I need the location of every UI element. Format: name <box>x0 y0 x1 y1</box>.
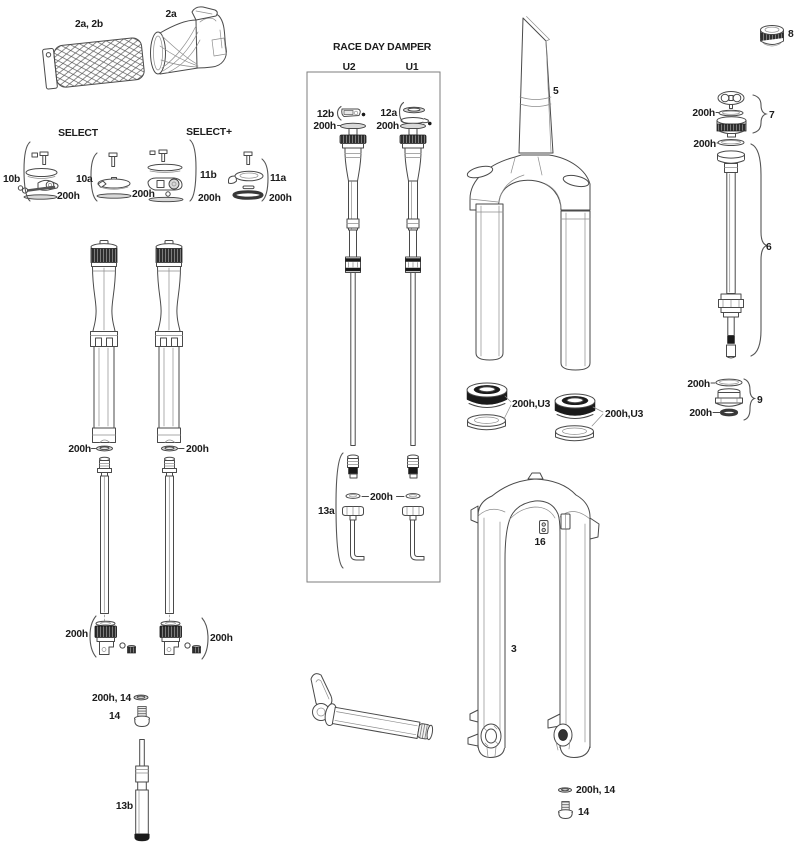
hose-guide-16-label: 16 <box>534 537 546 548</box>
column-u2-label: U2 <box>343 62 356 73</box>
seal-7-lower-label: 200h <box>693 139 716 150</box>
lowers-drawing <box>467 472 600 758</box>
dust-seal-left-drawing <box>466 382 508 431</box>
damper-assembly-u1 <box>399 122 427 446</box>
damper-assembly-u2 <box>339 122 367 446</box>
kit-11a-label: 11a <box>270 173 286 184</box>
select-title: SELECT <box>58 128 99 139</box>
seal-7-upper-label: 200h <box>692 108 715 119</box>
kit-11b-seal-label: 200h <box>198 193 221 204</box>
twist-shifter-label: 2a <box>165 9 177 20</box>
air-top-cap-7-drawing <box>716 91 747 138</box>
rebound-cartridge-13b-drawing <box>134 739 150 842</box>
bracket-13a <box>335 452 344 569</box>
race-day-damper-title: RACE DAY DAMPER <box>333 42 432 53</box>
grip-label: 2a, 2b <box>75 19 103 30</box>
bracket-12a <box>398 101 405 124</box>
race-day-damper-box <box>306 71 441 583</box>
oring-11a <box>232 190 264 200</box>
grip-drawing <box>42 37 145 90</box>
dust-seal-right-drawing <box>554 393 596 442</box>
bracket-6 <box>750 143 768 357</box>
select-plus-title: SELECT+ <box>186 127 232 138</box>
kit-13a-label: 13a <box>318 506 335 517</box>
select-kit-10b-drawing <box>17 151 59 200</box>
bracket-11a <box>261 158 269 202</box>
top-cap-8-drawing <box>760 25 784 47</box>
air-piston-9-label: 9 <box>757 395 763 406</box>
cartridge-13b-label: 13b <box>116 801 133 812</box>
leader-dust-seal-right <box>591 406 604 427</box>
kit-10b-label: 10b <box>3 174 20 185</box>
kit-11a-seal-label: 200h <box>269 193 292 204</box>
select-kit-10a-drawing <box>96 152 132 199</box>
air-spring-shaft-6-label: 6 <box>766 242 772 253</box>
kit-12a-seal-label: 200h <box>376 121 399 132</box>
top-cap-8-label: 8 <box>788 29 794 40</box>
seal-9-lower-label: 200h <box>689 408 712 419</box>
kit-12b-label: 12b <box>317 109 334 120</box>
twist-shifter-drawing <box>150 6 227 75</box>
air-shaft-left-seal-label: 200h <box>68 444 91 455</box>
air-spring-shaft-6-drawing <box>717 150 745 359</box>
csu-drawing <box>466 16 591 371</box>
kit-left-bolt-label: 14 <box>109 711 121 722</box>
kit-12b-seal-label: 200h <box>313 121 336 132</box>
select-kit-11b-drawing <box>147 149 184 203</box>
air-piston-9-drawing <box>715 378 743 417</box>
kit-10a-label: 10a <box>76 174 93 185</box>
damper-cap-kit-12b-drawing <box>341 108 366 117</box>
kit-right-oring-label: 200h, 14 <box>576 785 616 796</box>
kit-right-bolt-label: 14 <box>578 807 590 818</box>
kit-13a-seal-label: 200h <box>370 492 393 503</box>
shaft-bolt-kit-left-drawing <box>133 694 150 727</box>
damper-cap-kit-12a-drawing <box>400 106 432 126</box>
bracket-foot-right <box>201 617 209 660</box>
shaft-bolt-kit-right-drawing <box>558 787 573 819</box>
kit-12a-label: 12a <box>380 108 397 119</box>
select-kit-11a-drawing <box>228 151 264 200</box>
thru-axle-drawing <box>310 673 434 741</box>
kit-left-oring-label: 200h, 14 <box>92 693 132 704</box>
column-u1-label: U1 <box>406 62 419 73</box>
bracket-11b <box>189 139 197 202</box>
air-shaft-assembly-left <box>90 240 136 655</box>
lowers-3-label: 3 <box>511 644 517 655</box>
bracket-foot-left <box>89 615 97 658</box>
csu-label: 5 <box>553 86 559 97</box>
bracket-9 <box>743 378 757 421</box>
kit-11b-label: 11b <box>200 170 217 181</box>
dust-seal-left-label: 200h,U3 <box>512 399 551 410</box>
bracket-12b <box>336 105 342 121</box>
foot-left-seal-label: 200h <box>65 629 88 640</box>
rebound-kit-u1 <box>402 454 425 561</box>
air-top-cap-7-label: 7 <box>769 110 775 121</box>
hose-guide-16-drawing <box>539 520 549 534</box>
leader-dust-seal-left <box>503 395 512 420</box>
foot-right-seal-label: 200h <box>210 633 233 644</box>
seal-7-lower-inner <box>721 140 741 145</box>
bracket-7 <box>752 94 768 134</box>
dust-seal-right-label: 200h,U3 <box>605 409 644 420</box>
seal-9-upper-label: 200h <box>687 379 710 390</box>
kit-10b-seal-label: 200h <box>57 191 80 202</box>
bracket-10b <box>23 141 31 202</box>
rebound-kit-u2 <box>342 454 365 561</box>
bracket-10a <box>90 152 98 202</box>
kit-10a-seal-label: 200h <box>132 189 155 200</box>
air-shaft-right-seal-label: 200h <box>186 444 209 455</box>
